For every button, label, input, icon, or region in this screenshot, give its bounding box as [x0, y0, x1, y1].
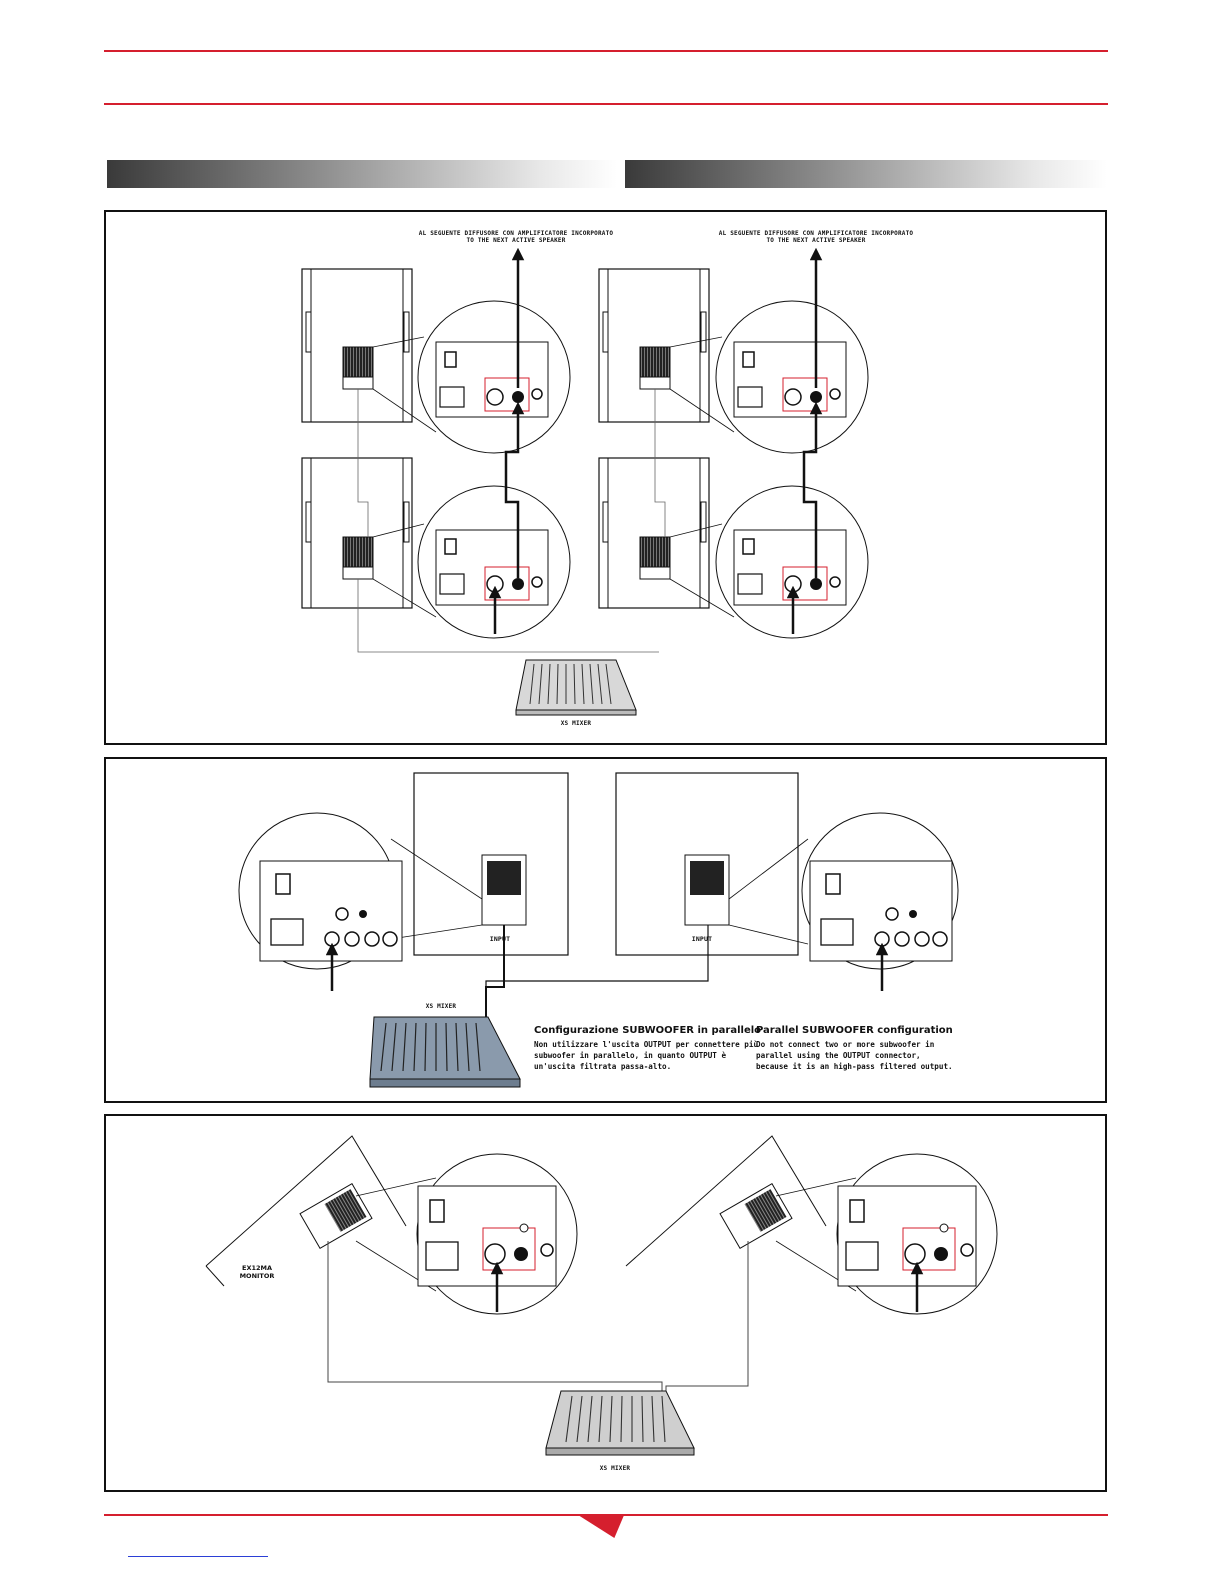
input-label-left: INPUT	[489, 935, 511, 943]
mixer-icon-1	[515, 659, 637, 716]
panel-stacked-speakers: AL SEGUENTE DIFFUSORE CON AMPLIFICATORE …	[104, 210, 1107, 745]
next-speaker-label-left-it: AL SEGUENTE DIFFUSORE CON AMPLIFICATORE …	[418, 230, 614, 237]
subwoofer-diagram	[238, 772, 959, 1088]
next-speaker-label-left: AL SEGUENTE DIFFUSORE CON AMPLIFICATORE …	[376, 230, 656, 244]
next-speaker-label-right-en: TO THE NEXT ACTIVE SPEAKER	[766, 237, 866, 244]
header-rule-top	[104, 50, 1108, 52]
mixer-label-1: XS MIXER	[560, 720, 592, 727]
monitor-diagram	[205, 1135, 998, 1456]
next-speaker-label-right: AL SEGUENTE DIFFUSORE CON AMPLIFICATORE …	[676, 230, 956, 244]
note-body-it: Non utilizzare l'uscita OUTPUT per conne…	[534, 1040, 759, 1071]
footer-page-mark	[579, 1516, 637, 1538]
mixer-icon-3	[545, 1390, 695, 1456]
mixer-label-3: XS MIXER	[599, 1465, 631, 1472]
section-bar-left	[107, 160, 617, 188]
stacked-speakers-diagram	[301, 247, 869, 716]
note-body-en: Do not connect two or more subwoofer in …	[756, 1040, 953, 1071]
mixer-icon-2	[369, 1016, 521, 1088]
next-speaker-label-right-it: AL SEGUENTE DIFFUSORE CON AMPLIFICATORE …	[718, 230, 914, 237]
speaker-stack-right	[598, 247, 869, 639]
mixer-label-2: XS MIXER	[425, 1003, 457, 1010]
speaker-stack-left	[301, 247, 659, 653]
section-bar-right	[625, 160, 1107, 188]
monitor-label: EX12MA MONITOR	[239, 1264, 275, 1280]
footer-link-underline	[128, 1556, 268, 1557]
next-speaker-label-left-en: TO THE NEXT ACTIVE SPEAKER	[466, 237, 566, 244]
input-label-right: INPUT	[691, 935, 713, 943]
header-rule-bottom	[104, 103, 1108, 105]
panel-subwoofer-parallel: INPUT INPUT XS MIXER Configurazione SUBW…	[104, 757, 1107, 1103]
note-title-it: Configurazione SUBWOOFER in parallelo	[534, 1025, 762, 1036]
note-title-en: Parallel SUBWOOFER configuration	[756, 1025, 953, 1036]
footer-rule	[104, 1514, 1108, 1516]
panel-monitors: EX12MA MONITOR XS MIXER	[104, 1114, 1107, 1492]
